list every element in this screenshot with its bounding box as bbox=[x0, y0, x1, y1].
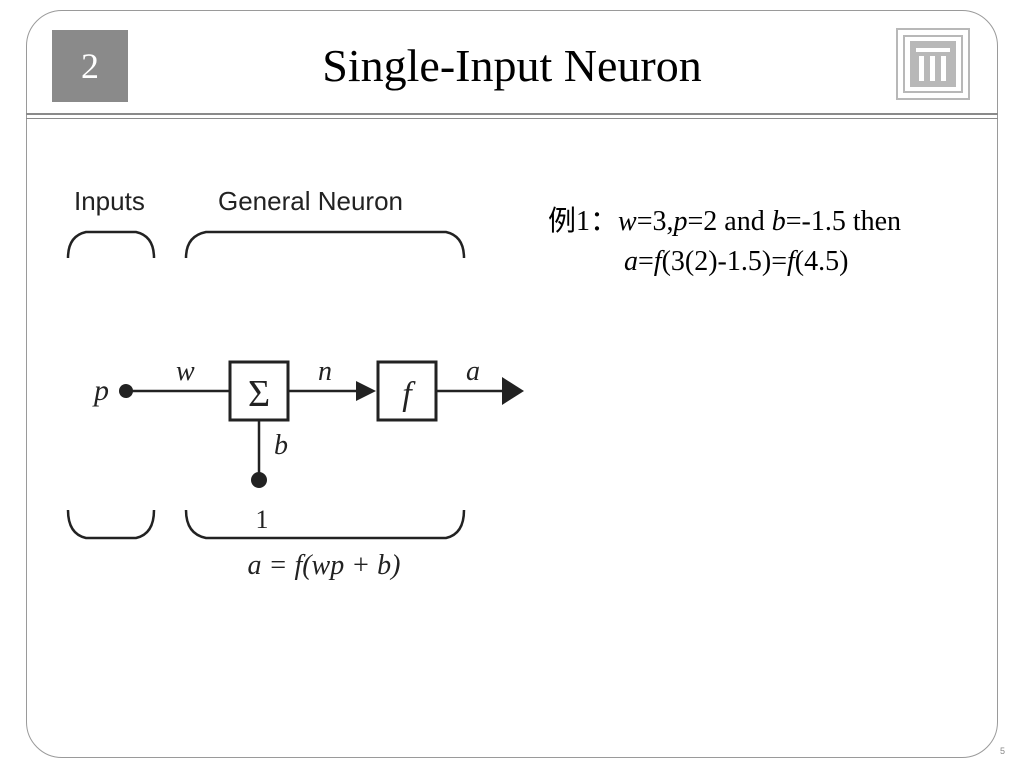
chapter-number-badge: 2 bbox=[52, 30, 128, 102]
input-p-symbol: p bbox=[92, 374, 109, 407]
example-w-value: =3, bbox=[636, 206, 674, 237]
example-mid: (3(2)-1.5)= bbox=[661, 246, 787, 277]
bias-input-one: 1 bbox=[256, 505, 269, 534]
example-equals: = bbox=[638, 246, 654, 277]
header-rule-thin bbox=[26, 118, 998, 119]
output-arrow bbox=[502, 377, 524, 405]
slide-frame bbox=[26, 10, 998, 758]
neuron-top-bracket bbox=[184, 230, 466, 259]
example-f1: f bbox=[653, 246, 662, 277]
bias-b-symbol: b bbox=[274, 430, 288, 461]
neuron-bottom-bracket bbox=[184, 509, 466, 540]
page-number: 5 bbox=[1000, 746, 1006, 756]
general-neuron-label: General Neuron bbox=[218, 186, 403, 216]
example-p-var: p bbox=[673, 206, 688, 237]
example-f2: f bbox=[787, 246, 795, 277]
example-b-var: b bbox=[771, 206, 786, 237]
inputs-top-bracket bbox=[66, 230, 156, 259]
single-input-neuron-diagram: Inputs General Neuron p w Σ n f a b 1 a … bbox=[60, 178, 540, 598]
chapter-number: 2 bbox=[81, 46, 99, 86]
example-result-line: a=f(3(2)-1.5)=f(4.5) bbox=[548, 242, 998, 282]
inputs-bottom-bracket bbox=[66, 509, 156, 540]
example-prefix: 例1： bbox=[548, 206, 619, 237]
example-b-value: =-1.5 then bbox=[785, 206, 902, 237]
columns-logo-icon bbox=[896, 28, 970, 100]
transfer-f-symbol: f bbox=[402, 376, 416, 413]
example-p-value: =2 and bbox=[687, 206, 772, 237]
net-n-symbol: n bbox=[318, 356, 332, 387]
example-end: (4.5) bbox=[794, 246, 849, 277]
example-a-var: a bbox=[624, 246, 638, 277]
output-a-symbol: a bbox=[466, 356, 480, 387]
net-input-arrow bbox=[356, 381, 376, 401]
example-text: 例1：w=3,p=2 and b=-1.5 then a=f(3(2)-1.5)… bbox=[548, 202, 998, 282]
sigma-symbol: Σ bbox=[248, 373, 270, 415]
slide-title: Single-Input Neuron bbox=[322, 40, 702, 91]
neuron-equation: a = f(wp + b) bbox=[248, 550, 401, 581]
bias-node bbox=[251, 472, 267, 488]
inputs-label: Inputs bbox=[74, 186, 145, 216]
weight-w-symbol: w bbox=[176, 356, 195, 387]
header-rule bbox=[26, 113, 998, 115]
example-w-var: w bbox=[618, 206, 637, 237]
